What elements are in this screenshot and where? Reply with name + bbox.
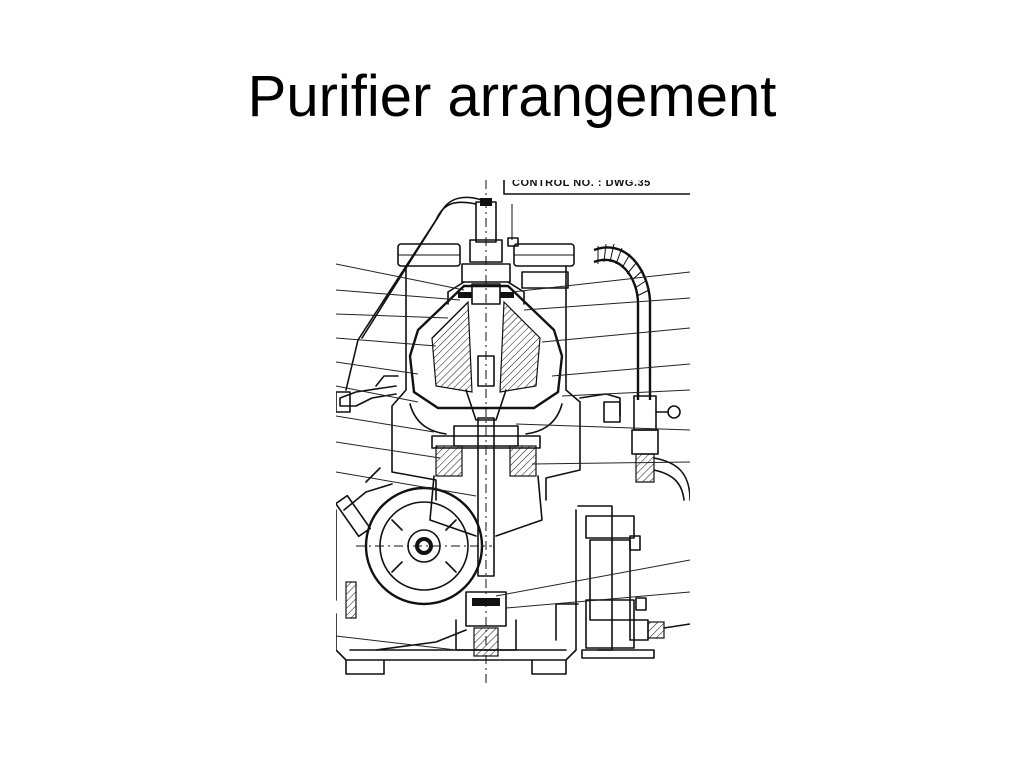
title-block: CONTROL NO. : DWG.35 <box>503 180 690 195</box>
slide-title: Purifier arrangement <box>247 64 777 129</box>
right-callout-leaders <box>495 271 690 609</box>
frame-hood <box>336 265 621 501</box>
outlet-pipes <box>397 243 575 289</box>
left-callout-leaders <box>336 263 477 651</box>
purifier-diagram: CONTROL NO. : DWG.35 <box>336 180 690 685</box>
flexible-hose <box>593 243 690 501</box>
control-number-stamp: CONTROL NO. : DWG.35 <box>512 180 651 189</box>
separator-bowl <box>408 281 564 421</box>
base-frame <box>336 505 690 675</box>
feed-inlet <box>345 196 519 391</box>
purifier-drawing: CONTROL NO. : DWG.35 <box>336 180 690 685</box>
vertical-spindle <box>429 417 543 657</box>
worm-wheel <box>336 467 492 619</box>
